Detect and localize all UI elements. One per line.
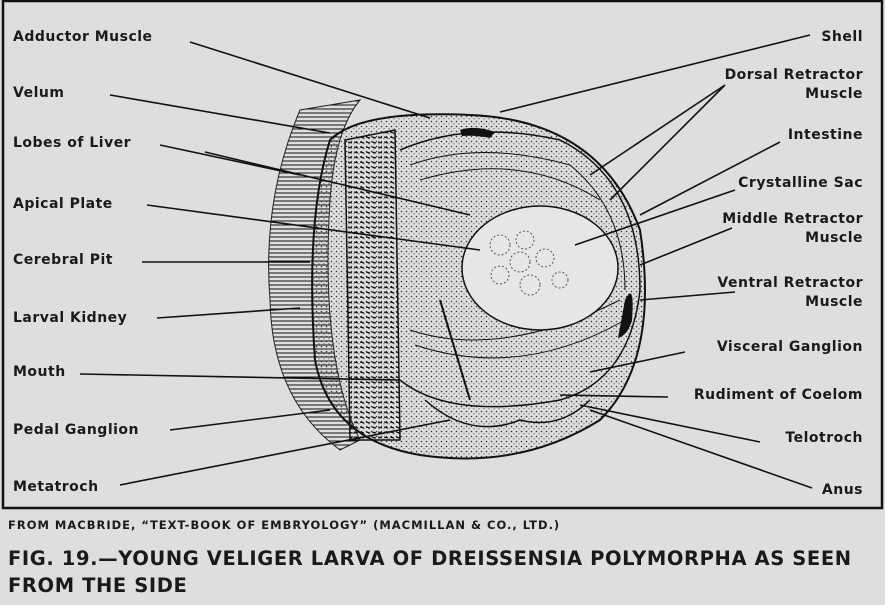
label-pedal-ganglion: Pedal Ganglion <box>13 422 140 438</box>
label-anus: Anus <box>821 482 863 498</box>
label-intestine: Intestine <box>787 127 863 143</box>
label-apical-plate: Apical Plate <box>13 196 113 212</box>
label-mouth: Mouth <box>13 364 66 380</box>
label-rudiment-of-coelom: Rudiment of Coelom <box>693 387 863 403</box>
figure-caption: FIG. 19.—YOUNG VELIGER LARVA OF DREISSEN… <box>8 547 852 597</box>
label-larval-kidney: Larval Kidney <box>13 310 128 326</box>
leader-lines <box>79 34 813 489</box>
label-dorsal-retractor-muscle: Dorsal Retractor Muscle <box>724 67 863 102</box>
label-velum: Velum <box>13 85 65 101</box>
label-visceral-ganglion: Visceral Ganglion <box>716 339 863 355</box>
label-ventral-retractor-muscle: Ventral Retractor Muscle <box>717 275 863 310</box>
label-crystalline-sac: Crystalline Sac <box>738 175 863 191</box>
label-adductor-muscle: Adductor Muscle <box>13 29 153 45</box>
crystalline-sac <box>461 205 619 331</box>
label-cerebral-pit: Cerebral Pit <box>13 252 113 268</box>
label-metatroch: Metatroch <box>13 479 99 495</box>
label-middle-retractor-muscle: Middle Retractor Muscle <box>722 211 863 246</box>
figure-credit: FROM MACBRIDE, “TEXT-BOOK OF EMBRYOLOGY”… <box>8 518 561 532</box>
larva-illustration <box>1 0 884 510</box>
label-shell: Shell <box>821 29 863 45</box>
velum-band <box>344 129 401 441</box>
label-lobes-of-liver: Lobes of Liver <box>13 135 132 151</box>
label-telotroch: Telotroch <box>785 430 863 446</box>
diagram-frame <box>1 0 884 510</box>
